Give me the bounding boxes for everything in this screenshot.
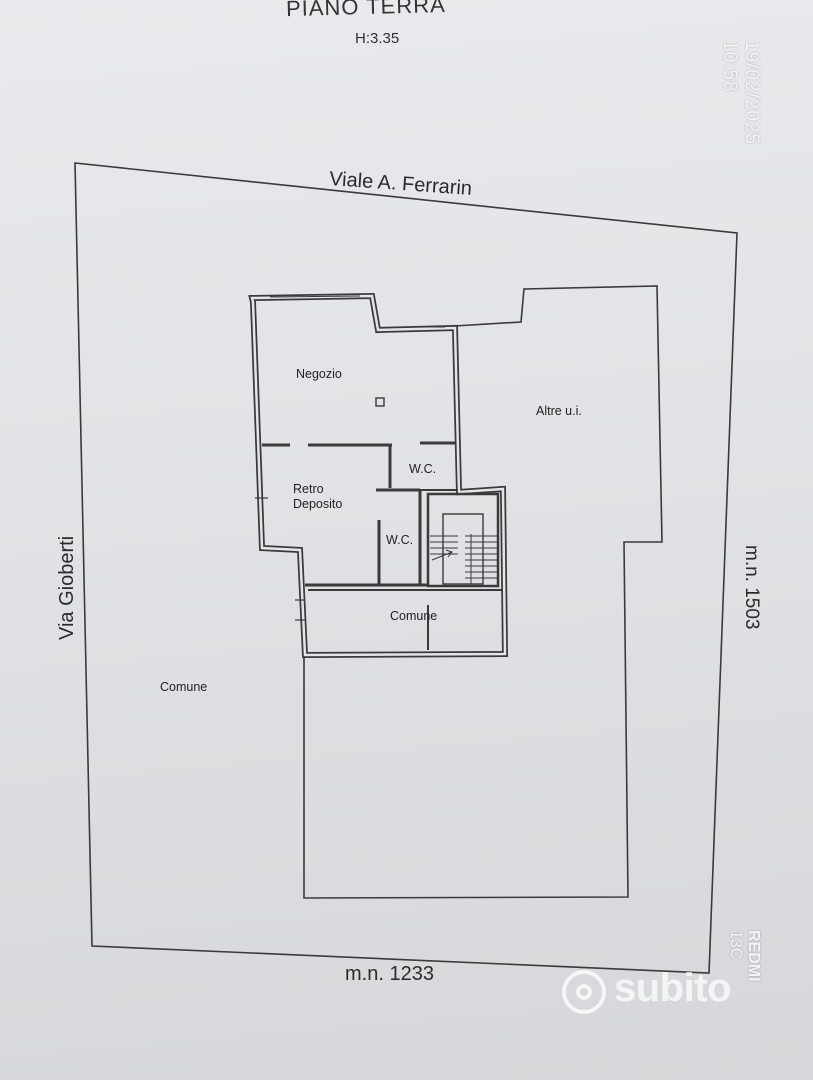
watermark-text: subito <box>614 966 731 1010</box>
pillar <box>375 397 385 407</box>
room-label-comune-outer: Comune <box>160 680 208 694</box>
retro-line2: Deposito <box>293 497 343 511</box>
room-label-retro-deposito: Retro Deposito <box>293 482 342 512</box>
neighbor-unit-outline <box>303 285 663 899</box>
building-walls <box>248 292 509 659</box>
parcel-label-right: m.n. 1503 <box>741 545 762 630</box>
subito-logo-icon <box>562 970 606 1014</box>
parcel-label-bottom: m.n. 1233 <box>345 963 434 985</box>
street-label-left: Via Gioberti <box>56 535 78 640</box>
room-label-wc-lower: W.C. <box>386 533 414 547</box>
room-label-altre: Altre u.i. <box>536 404 582 418</box>
subito-watermark: subito <box>562 966 782 1022</box>
camera-timestamp: 19/02/2025 10:58 <box>719 40 762 146</box>
camera-model: 13C <box>727 930 744 960</box>
stair-steps <box>430 534 497 584</box>
room-label-wc-upper: W.C. <box>409 462 437 476</box>
lot-boundary <box>74 162 738 974</box>
stair-core <box>426 492 500 588</box>
retro-line1: Retro <box>293 482 324 496</box>
room-label-comune-inner: Comune <box>390 609 438 623</box>
ceiling-height: H:3.35 <box>355 30 400 47</box>
room-label-negozio: Negozio <box>296 367 342 381</box>
